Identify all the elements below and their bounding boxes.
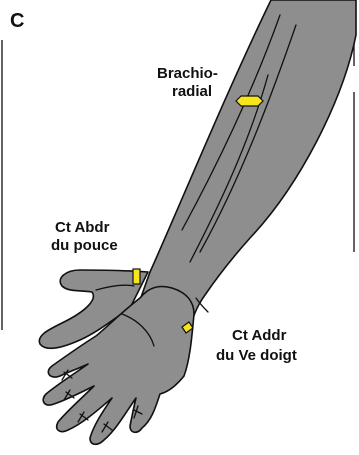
panel-letter: C [10,10,24,32]
adductor-fifth-digit-label-line1: Ct Addr [232,327,287,344]
brachioradial-label-line1: Brachio- [157,65,218,82]
abductor-pollicis-electrode [133,269,140,284]
brachioradial-label-line2: radial [172,83,212,100]
brachioradial-electrode [236,96,263,106]
abductor-pollicis-label-line1: Ct Abdr [55,219,110,236]
abductor-pollicis-label-line2: du pouce [51,237,118,254]
forearm [140,0,356,334]
adductor-fifth-digit-label-line2: du Ve doigt [216,347,297,364]
